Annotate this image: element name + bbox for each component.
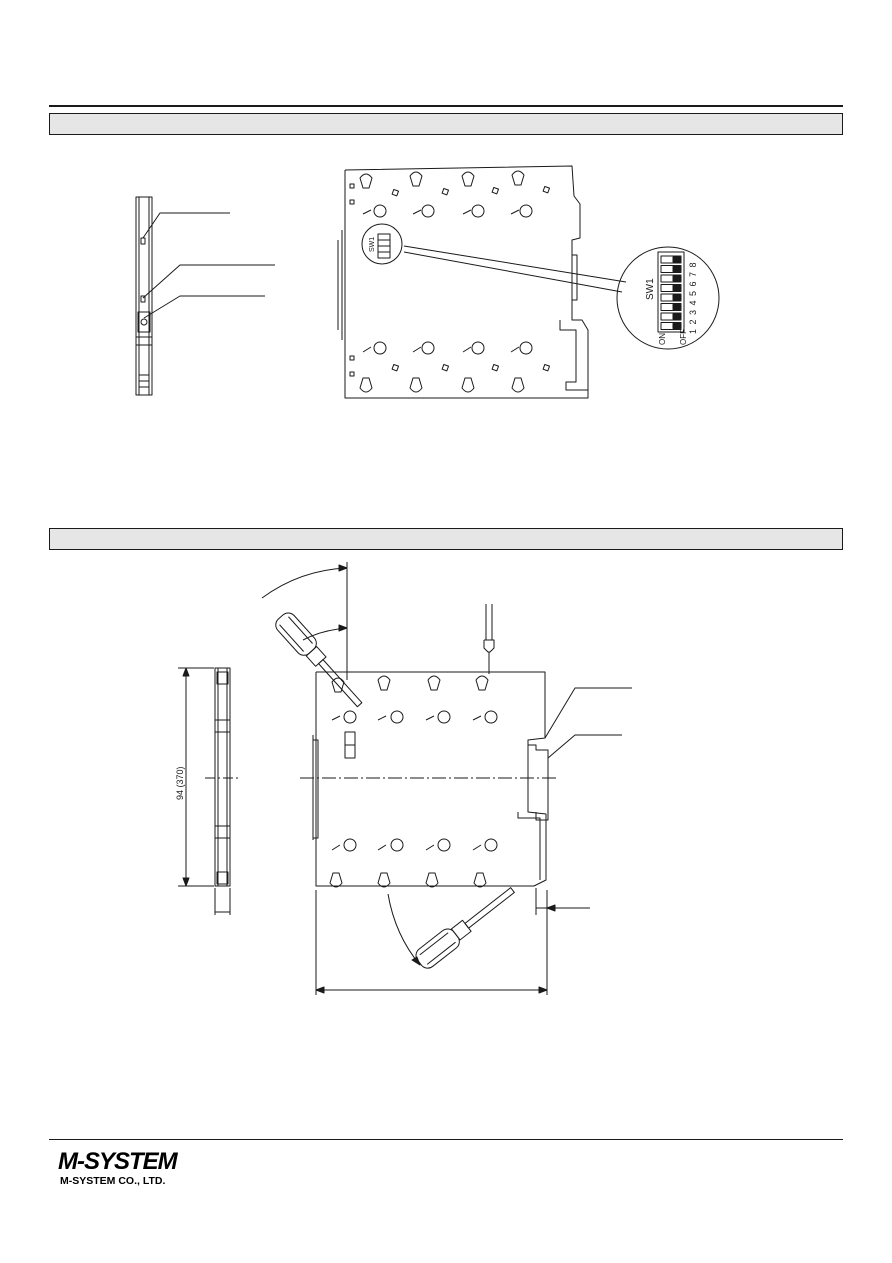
dip-knob bbox=[672, 313, 681, 320]
company-logo: M-SYSTEM M-SYSTEM CO., LTD. bbox=[58, 1148, 178, 1188]
module-body-bottom bbox=[261, 562, 632, 995]
dip-slot bbox=[660, 312, 682, 321]
dip-slot bbox=[660, 303, 682, 311]
dip-knob bbox=[672, 266, 681, 272]
panel-sw1-label: SW1 bbox=[369, 237, 376, 252]
dip-position-number: 6 bbox=[688, 281, 698, 286]
logo-mark: M-SYSTEM bbox=[58, 1148, 178, 1175]
company-name: M-SYSTEM CO., LTD. bbox=[60, 1175, 166, 1187]
dip-position-number: 1 bbox=[688, 329, 698, 334]
dip-knob bbox=[672, 304, 681, 310]
footer-rule bbox=[49, 1139, 843, 1140]
dip-position-number: 8 bbox=[688, 262, 698, 267]
dip-position-number: 2 bbox=[688, 319, 698, 324]
dip-slot bbox=[660, 293, 682, 302]
sw1-off-label: OFF bbox=[679, 329, 688, 345]
dip-knob bbox=[672, 294, 681, 301]
dip-slot bbox=[660, 265, 682, 273]
dip-position-number: 4 bbox=[688, 300, 698, 305]
dip-slot bbox=[660, 255, 682, 264]
sw1-detail: SW1 ON OFF 1 2 3 4 5 6 7 8 bbox=[616, 246, 720, 350]
module-body-top: SW1 bbox=[337, 165, 627, 399]
dip-slot bbox=[660, 284, 682, 292]
dip-knob bbox=[672, 256, 681, 263]
section-bar-2 bbox=[49, 528, 843, 550]
dip-slot bbox=[660, 274, 682, 283]
height-dimension-label: 94 (370) bbox=[175, 766, 185, 800]
sw1-name: SW1 bbox=[645, 278, 656, 300]
section-bar-1 bbox=[49, 113, 843, 135]
header-rule bbox=[49, 105, 843, 107]
dip-knob bbox=[672, 285, 681, 291]
dip-position-number: 5 bbox=[688, 291, 698, 296]
dip-knob bbox=[672, 323, 681, 329]
side-view-dimensioned: 94 (370) bbox=[175, 667, 240, 915]
front-panel-side-view bbox=[135, 196, 275, 396]
dip-slot bbox=[660, 322, 682, 330]
dip-knob bbox=[672, 275, 681, 282]
sw1-on-label: ON bbox=[658, 333, 667, 345]
dip-position-number: 3 bbox=[688, 310, 698, 315]
dip-position-number: 7 bbox=[688, 272, 698, 277]
